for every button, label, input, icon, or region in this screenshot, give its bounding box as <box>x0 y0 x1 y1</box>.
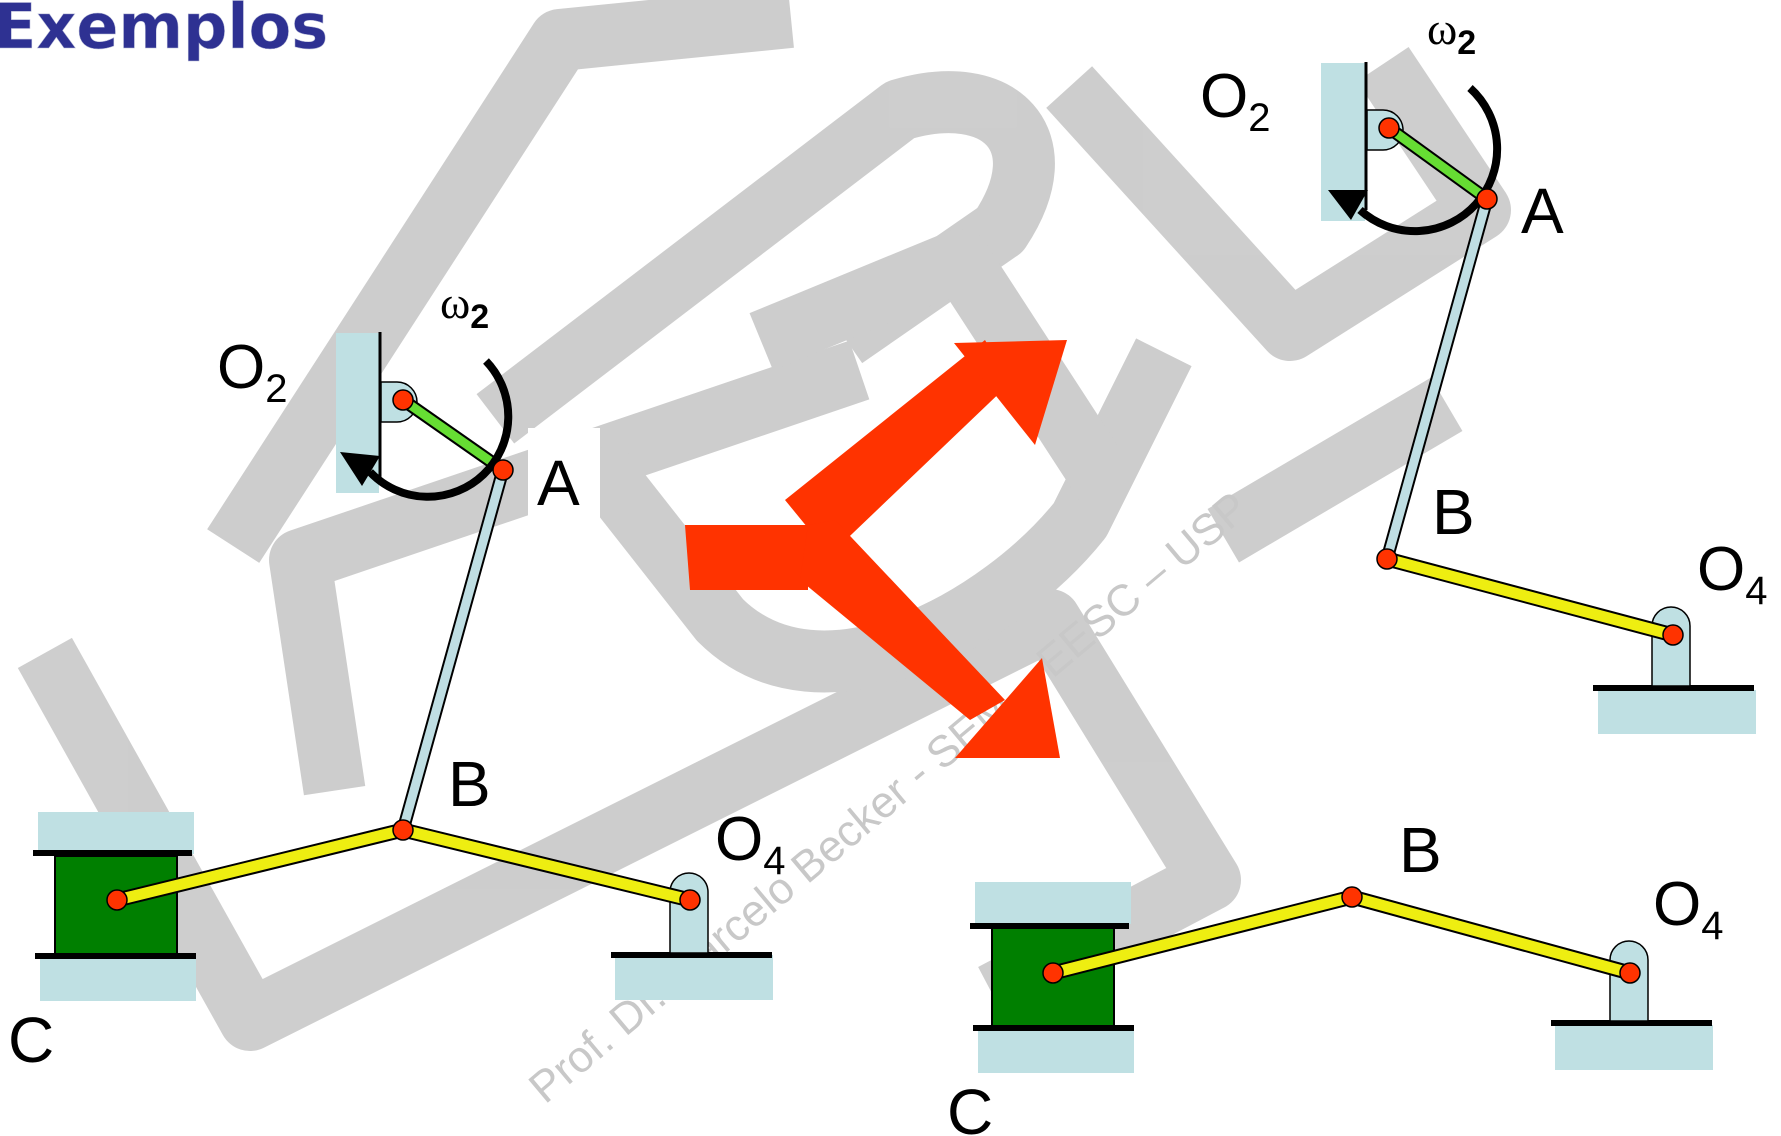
right-top-label-b: B <box>1432 476 1475 548</box>
right-bottom-c-bottom-rail <box>978 1028 1134 1073</box>
left-joint-o4 <box>679 889 701 911</box>
right-bottom-o4-ground <box>1555 1025 1713 1070</box>
left-label-o4: O4 <box>715 805 785 883</box>
left-mechanism: O2 ω2 A B C O4 <box>8 277 785 1076</box>
right-bottom-c-top-rail <box>975 882 1131 924</box>
left-c-bottom-rail <box>40 956 196 1001</box>
branch-arrow <box>685 340 1067 758</box>
left-c-top-rail <box>38 812 194 854</box>
right-top-label-o2: O2 <box>1200 62 1270 140</box>
right-top-omega-arc <box>1357 85 1502 236</box>
page-title: Exemplos <box>0 0 328 63</box>
left-joint-c <box>106 889 128 911</box>
right-bottom-joint-o4 <box>1619 962 1641 984</box>
right-top-o4-ground <box>1598 690 1756 734</box>
left-o4-ground <box>615 955 773 1000</box>
left-omega-arc <box>367 358 513 501</box>
left-omega-arrowhead <box>340 452 380 486</box>
right-bottom-label-o4: O4 <box>1653 870 1723 948</box>
left-joint-b <box>392 819 414 841</box>
right-top-joint-o2 <box>1378 117 1400 139</box>
left-label-c: C <box>8 1004 54 1076</box>
left-label-o2: O2 <box>217 333 287 411</box>
right-bottom-label-b: B <box>1399 814 1442 886</box>
right-top-joint-a <box>1476 188 1498 210</box>
right-bottom-joint-c <box>1042 962 1064 984</box>
right-top-mechanism: O2 ω2 A B O4 <box>1195 3 1767 734</box>
right-top-label-o4: O4 <box>1697 535 1767 613</box>
right-top-joint-b <box>1376 548 1398 570</box>
right-bottom-label-c: C <box>947 1076 993 1136</box>
right-bottom-joint-b <box>1341 886 1363 908</box>
right-top-label-a: A <box>1521 175 1564 247</box>
left-label-a: A <box>537 447 580 519</box>
right-top-omega-arrowhead <box>1328 190 1368 220</box>
left-label-omega: ω2 <box>440 277 489 336</box>
right-top-label-omega: ω2 <box>1427 3 1476 62</box>
right-bottom-mechanism: B C O4 <box>947 814 1723 1136</box>
left-joint-o2 <box>392 389 414 411</box>
left-joint-a <box>492 459 514 481</box>
right-top-joint-o4 <box>1662 624 1684 646</box>
left-label-b: B <box>448 748 491 820</box>
